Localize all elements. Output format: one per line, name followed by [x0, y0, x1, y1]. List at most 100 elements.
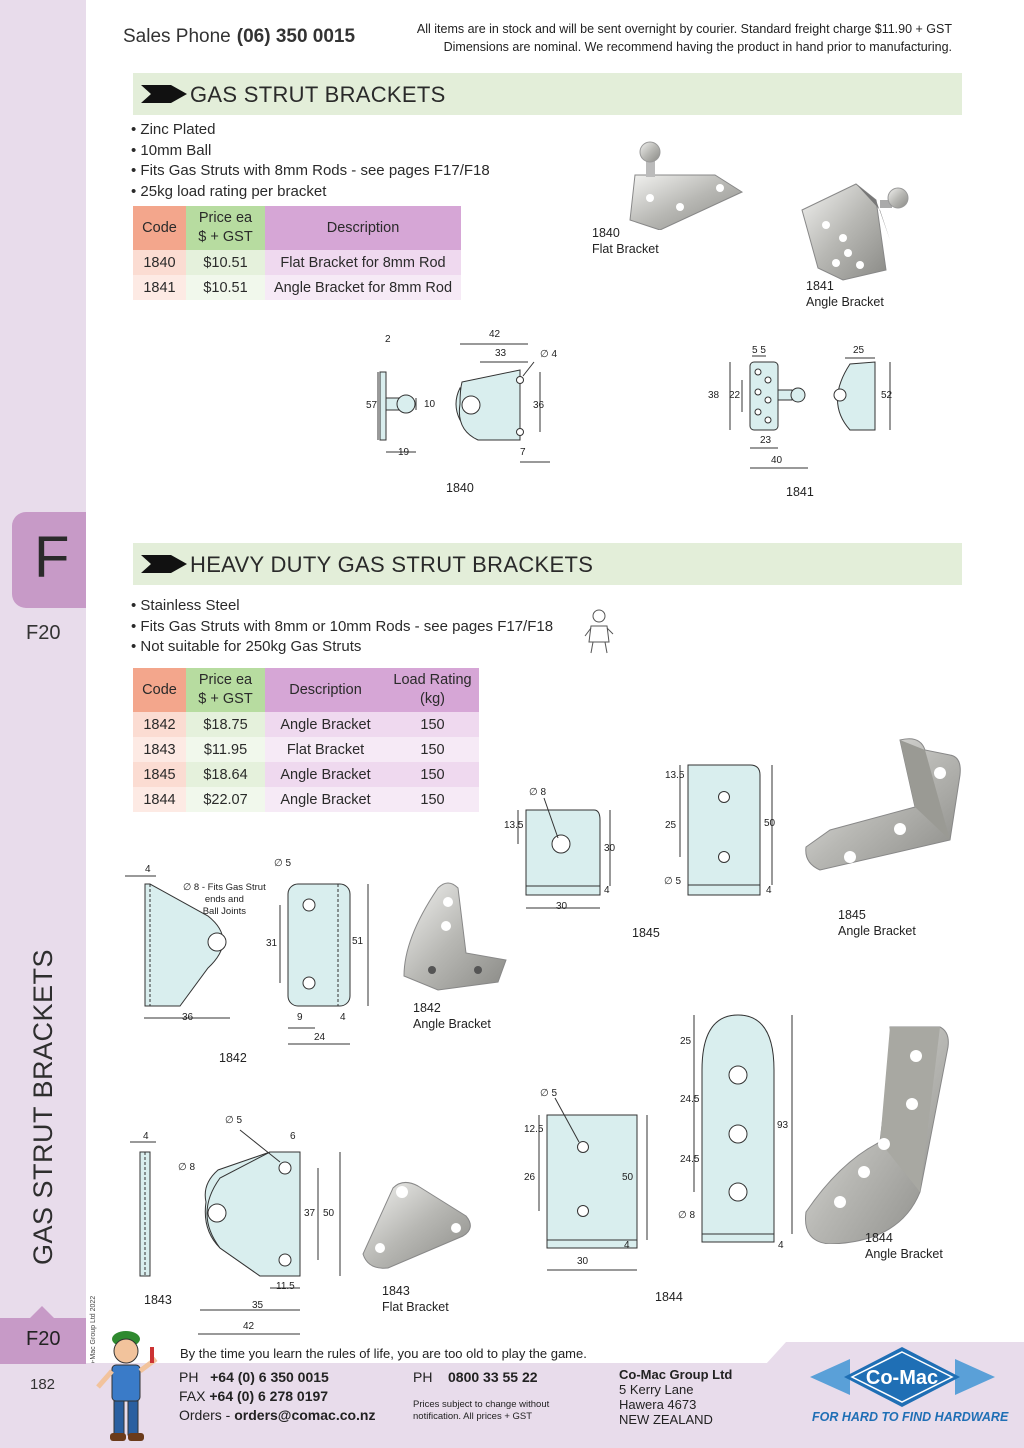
mechanic-mascot-icon: [96, 1331, 158, 1441]
feature-item: • Stainless Steel: [131, 597, 240, 614]
price-table: Code Price ea$ + GST Description 1840 $1…: [133, 206, 461, 300]
dim-label: ∅ 5: [274, 858, 292, 869]
orders-email[interactable]: orders@comac.co.nz: [234, 1407, 376, 1423]
cell-description: Angle Bracket for 8mm Rod: [265, 275, 461, 300]
section-banner: HEAVY DUTY GAS STRUT BRACKETS: [133, 543, 962, 585]
feature-item: • Zinc Plated: [131, 121, 216, 138]
contact-fax: FAX +64 (0) 6 278 0197: [179, 1388, 329, 1404]
dim-label: 33: [495, 348, 507, 359]
dim-label: 2: [385, 334, 391, 345]
sales-phone-label: Sales Phone: [123, 26, 231, 47]
dim-label: 25: [665, 820, 677, 831]
photo-1841-angle-bracket: [801, 183, 909, 281]
table-row[interactable]: 1842 $18.75 Angle Bracket 150: [133, 712, 479, 737]
dim-label: 6: [290, 1131, 296, 1142]
col-header-code: Code: [133, 206, 186, 250]
table-row[interactable]: 1843 $11.95 Flat Bracket 150: [133, 737, 479, 762]
cell-load: 150: [386, 787, 479, 812]
dim-label: 50: [764, 818, 776, 829]
dim-label: 42: [489, 329, 501, 340]
photo-1843-flat-bracket: [362, 1182, 471, 1269]
dim-label: 4: [604, 885, 610, 896]
col-header-price: Price ea$ + GST: [186, 206, 265, 250]
dim-label: 38: [708, 390, 720, 401]
col-header-code: Code: [133, 668, 186, 712]
dim-label: 50: [323, 1208, 335, 1219]
table-row[interactable]: 1841 $10.51 Angle Bracket for 8mm Rod: [133, 275, 461, 300]
cell-description: Angle Bracket: [265, 712, 386, 737]
footer-accent: [86, 1342, 1024, 1364]
photo-1844-angle-bracket: [805, 1026, 949, 1244]
col-header-load-rating: Load Rating(kg): [386, 668, 479, 712]
drawing-caption: 1841: [786, 485, 814, 499]
cell-code: 1841: [133, 275, 186, 300]
dim-label: 11.5: [276, 1281, 295, 1292]
feature-item: • 10mm Ball: [131, 141, 212, 159]
section-title: HEAVY DUTY GAS STRUT BRACKETS: [190, 552, 594, 577]
dim-label: 19: [398, 447, 410, 458]
sales-phone-number[interactable]: (06) 350 0015: [236, 26, 356, 47]
dim-label: 4: [778, 1240, 784, 1251]
section-tab[interactable]: F: [12, 512, 86, 608]
tagline: FOR HARD TO FIND HARDWARE: [812, 1410, 1009, 1424]
dim-label: 22: [729, 390, 741, 401]
feature-item: • Fits Gas Struts with 8mm or 10mm Rods …: [131, 617, 554, 635]
cell-code: 1840: [133, 250, 186, 275]
company-name: Co-Mac Group Ltd: [619, 1367, 733, 1382]
dim-label: 5 5: [752, 345, 766, 356]
dim-label: 4: [766, 885, 772, 896]
section-letter: F: [34, 525, 70, 590]
comac-logo-icon[interactable]: Co-Mac: [810, 1345, 995, 1409]
drawing-1845-side: [679, 764, 773, 896]
dim-label: ∅ 4: [540, 349, 558, 360]
dim-label: 36: [533, 400, 545, 411]
drawing-caption: 1843: [144, 1293, 172, 1307]
table-row[interactable]: 1840 $10.51 Flat Bracket for 8mm Rod: [133, 250, 461, 275]
col-header-price: Price ea$ + GST: [186, 668, 265, 712]
fax-number[interactable]: +64 (0) 6 278 0197: [209, 1388, 329, 1404]
drawing-caption: 1844: [655, 1290, 683, 1304]
feature-item: • Not suitable for 250kg Gas Struts: [131, 638, 362, 655]
stock-note-line: All items are in stock and will be sent …: [416, 22, 952, 36]
dim-label: 36: [182, 1012, 194, 1023]
feature-list: • Stainless Steel • Fits Gas Struts with…: [131, 596, 553, 658]
dim-label: 24.5: [680, 1094, 700, 1105]
side-page-ref: F20: [26, 622, 61, 644]
dim-label: 13.5: [665, 770, 685, 781]
dim-label: 40: [771, 455, 783, 466]
cell-price: $10.51: [186, 250, 265, 275]
sales-phone: Sales Phone(06) 350 0015: [123, 26, 355, 48]
photo-1840-flat-bracket: [629, 141, 744, 230]
feature-item: • 25kg load rating per bracket: [131, 182, 327, 200]
feature-item: • Fits Gas Struts with 8mm Rods - see pa…: [131, 162, 490, 179]
cell-description: Flat Bracket: [265, 737, 386, 762]
table-row[interactable]: 1844 $22.07 Angle Bracket 150: [133, 787, 479, 812]
sidebar: [0, 0, 86, 1448]
cell-description: Angle Bracket: [265, 762, 386, 787]
drawing-1843: [130, 1129, 341, 1335]
cell-load: 150: [386, 737, 479, 762]
drawing-caption: 1840: [446, 481, 474, 495]
dim-label: 10: [424, 399, 436, 410]
table-row[interactable]: 1845 $18.64 Angle Bracket 150: [133, 762, 479, 787]
freephone-number[interactable]: 0800 33 55 22: [448, 1369, 538, 1385]
phone-number[interactable]: +64 (0) 6 350 0015: [210, 1369, 329, 1385]
cell-price: $18.64: [186, 762, 265, 787]
dim-label: 4: [624, 1240, 630, 1251]
dim-label: 26: [524, 1172, 536, 1183]
feature-list: • Zinc Plated • 10mm Ball • Fits Gas Str…: [131, 120, 490, 202]
drawing-caption: 1842: [219, 1051, 247, 1065]
cell-price: $22.07: [186, 787, 265, 812]
mechanic-sketch-icon: [584, 609, 614, 654]
arrow-icon: [141, 555, 187, 573]
cell-code: 1842: [133, 712, 186, 737]
dim-label: ∅ 8: [529, 787, 547, 798]
dim-label: 30: [556, 901, 568, 912]
dim-label: 50: [622, 1172, 634, 1183]
dim-label: 51: [352, 936, 364, 947]
dim-label: 4: [145, 864, 151, 875]
cell-code: 1843: [133, 737, 186, 762]
